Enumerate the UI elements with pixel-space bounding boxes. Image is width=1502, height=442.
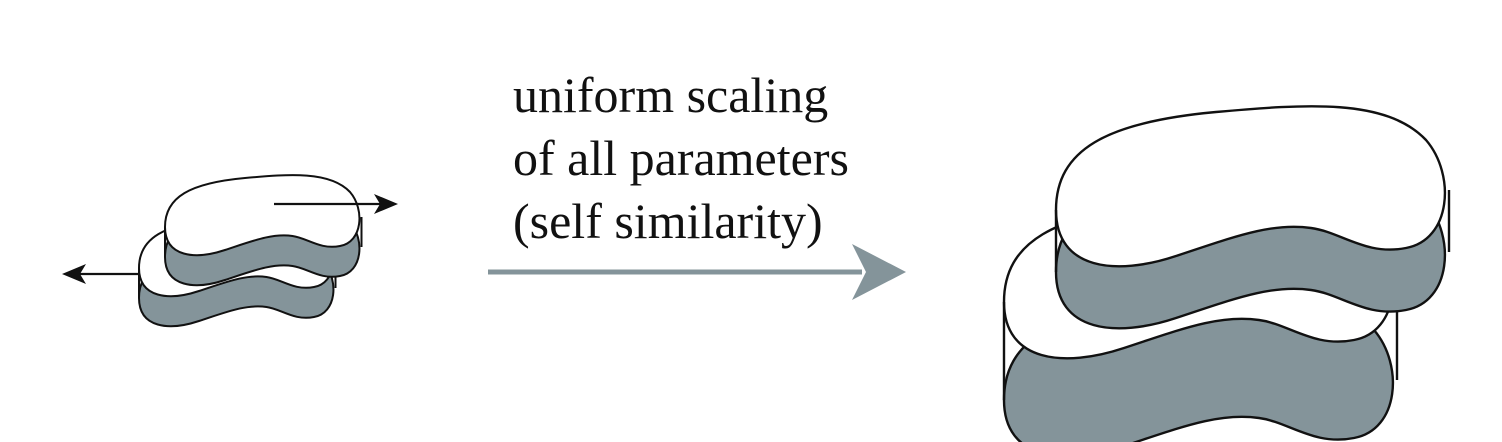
shear-arrow-left xyxy=(62,264,140,284)
large-upper-slab xyxy=(1054,105,1451,330)
small-bilayer-shape xyxy=(138,174,363,328)
shear-arrow-right xyxy=(274,194,398,214)
caption-line-2: of all parameters xyxy=(513,130,849,186)
large-bilayer-shape xyxy=(1002,105,1451,442)
scaling-caption: uniform scaling of all parameters (self … xyxy=(513,64,849,253)
caption-line-1: uniform scaling xyxy=(513,67,829,123)
caption-line-3: (self similarity) xyxy=(513,193,823,249)
small-upper-slab xyxy=(164,174,363,287)
transition-arrow xyxy=(488,244,906,300)
